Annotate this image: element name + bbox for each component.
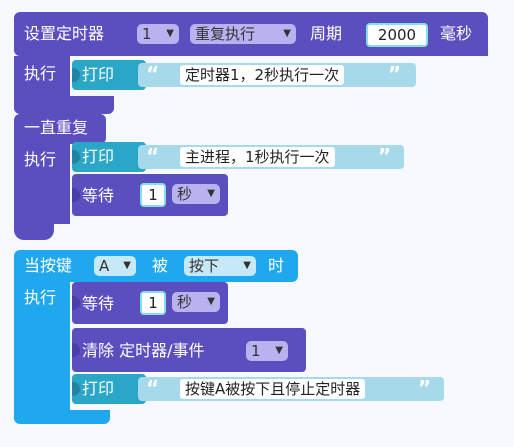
print-label: 打印 [82, 65, 115, 84]
button-do-label: 执行 [24, 288, 57, 307]
clear-timer-id-dropdown[interactable]: 1▼ [246, 341, 288, 361]
when-button-label: 当按键 [24, 256, 73, 275]
chevron-down-icon: ▼ [243, 260, 251, 271]
wait-unit-dropdown[interactable]: 秒▼ [172, 184, 220, 204]
timer-mode-dropdown[interactable]: 重复执行▼ [190, 24, 296, 44]
button-event-dropdown[interactable]: 按下▼ [184, 256, 256, 276]
button-select-dropdown[interactable]: A▼ [94, 256, 136, 276]
wait-seconds-input[interactable]: 1 [140, 291, 166, 315]
set-timer-block-arm [14, 56, 70, 96]
then-label: 时 [268, 256, 285, 275]
print-block-connector [72, 382, 80, 396]
print-label: 打印 [82, 147, 115, 166]
set-timer-block-foot [14, 96, 114, 114]
clear-timer-label: 清除 定时器/事件 [82, 341, 205, 360]
chevron-down-icon: ▼ [275, 345, 283, 356]
chevron-down-icon: ▼ [283, 28, 291, 39]
open-quote-icon: “ [146, 376, 160, 400]
forever-block-foot [14, 222, 54, 240]
chevron-down-icon: ▼ [207, 296, 215, 307]
print-block-connector [72, 150, 80, 164]
print-block-connector [72, 68, 80, 82]
open-quote-icon: “ [146, 144, 160, 168]
button-event-block-arm [14, 282, 70, 412]
wait-unit-dropdown[interactable]: 秒▼ [172, 292, 220, 312]
forever-block-arm [14, 144, 70, 224]
by-label: 被 [152, 256, 169, 275]
period-label: 周期 [310, 24, 343, 43]
forever-block[interactable] [14, 114, 106, 144]
print-block[interactable] [72, 60, 146, 90]
print-text-field[interactable]: 定时器1，2秒执行一次 [180, 65, 345, 85]
clear-timer-block-connector [72, 343, 80, 357]
print-text-field[interactable]: 主进程，1秒执行一次 [180, 147, 335, 167]
chevron-down-icon: ▼ [123, 260, 131, 271]
chevron-down-icon: ▼ [166, 28, 174, 39]
close-quote-icon: ” [388, 62, 402, 86]
open-quote-icon: “ [146, 62, 160, 86]
wait-label: 等待 [82, 186, 115, 205]
button-event-block-foot [14, 410, 110, 424]
forever-label: 一直重复 [24, 118, 89, 137]
print-block[interactable] [72, 142, 146, 172]
chevron-down-icon: ▼ [207, 188, 215, 199]
print-label: 打印 [82, 379, 115, 398]
wait-block-connector [72, 188, 80, 202]
wait-label: 等待 [82, 294, 115, 313]
period-input[interactable]: 2000 [366, 23, 428, 47]
close-quote-icon: ” [418, 376, 432, 400]
set-timer-label: 设置定时器 [24, 24, 105, 43]
timer-do-label: 执行 [24, 64, 57, 83]
forever-do-label: 执行 [24, 150, 57, 169]
print-text-field[interactable]: 按键A被按下且停止定时器 [180, 379, 366, 399]
wait-block-connector [72, 296, 80, 310]
timer-id-dropdown[interactable]: 1▼ [137, 24, 179, 44]
ms-unit-label: 毫秒 [440, 24, 473, 43]
print-block[interactable] [72, 374, 146, 404]
wait-seconds-input[interactable]: 1 [140, 183, 166, 207]
close-quote-icon: ” [378, 144, 392, 168]
